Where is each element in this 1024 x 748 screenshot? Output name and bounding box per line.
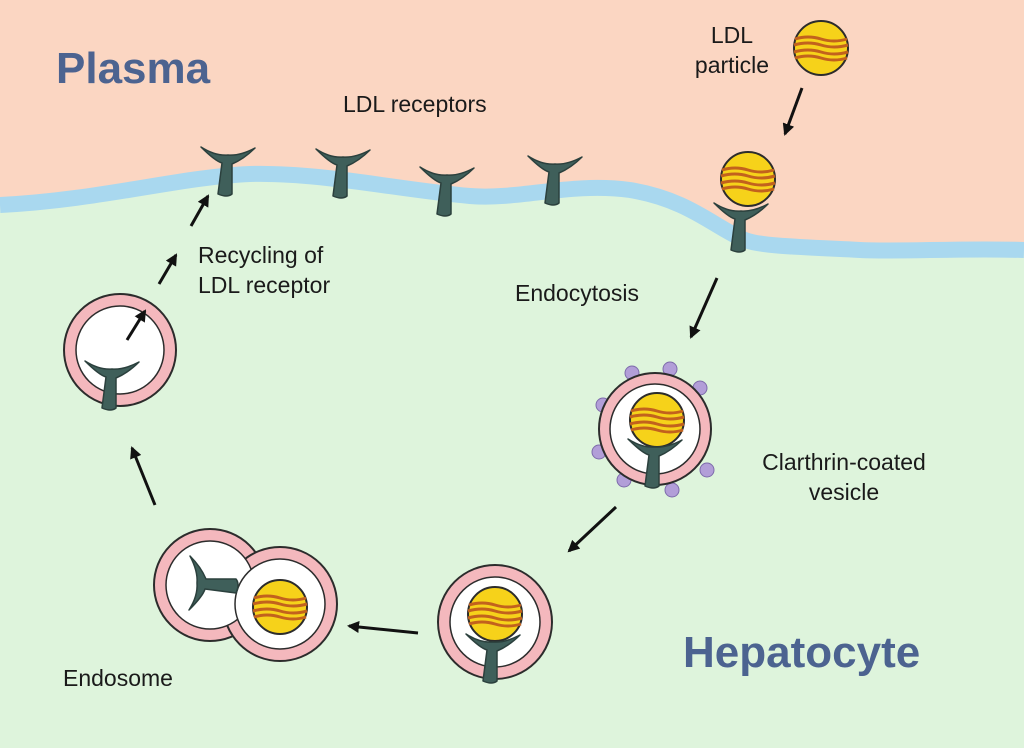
endocytosis-label: Endocytosis [515, 280, 640, 306]
clathrin-label-line1: Clarthrin-coated [762, 449, 926, 475]
hepatocyte-label: Hepatocyte [683, 628, 921, 677]
clathrin-coated-vesicle [591, 361, 715, 498]
uncoated-vesicle [437, 564, 553, 684]
ldl-particle-icon [792, 19, 850, 77]
clathrin-coated-vesicle-label: Clarthrin-coated vesicle [724, 447, 964, 507]
arrow-icon [130, 87, 804, 635]
ldl-particle-label: LDL particle [682, 20, 782, 80]
recycling-vesicle [63, 293, 177, 411]
endosome [153, 528, 338, 662]
ldl-particle-label-line1: LDL [710, 22, 754, 48]
recycling-label-line1: Recycling of [198, 242, 324, 268]
ldl-receptors-label: LDL receptors [343, 91, 487, 117]
recycling-label: Recycling of LDL receptor [198, 240, 330, 300]
ldl-particle-label-line2: particle [694, 52, 770, 78]
plasma-label: Plasma [56, 44, 211, 93]
endosome-label: Endosome [63, 665, 173, 691]
recycling-label-line2: LDL receptor [198, 272, 331, 298]
clathrin-label-line2: vesicle [808, 479, 880, 505]
ldl-particle-icon [719, 150, 777, 208]
